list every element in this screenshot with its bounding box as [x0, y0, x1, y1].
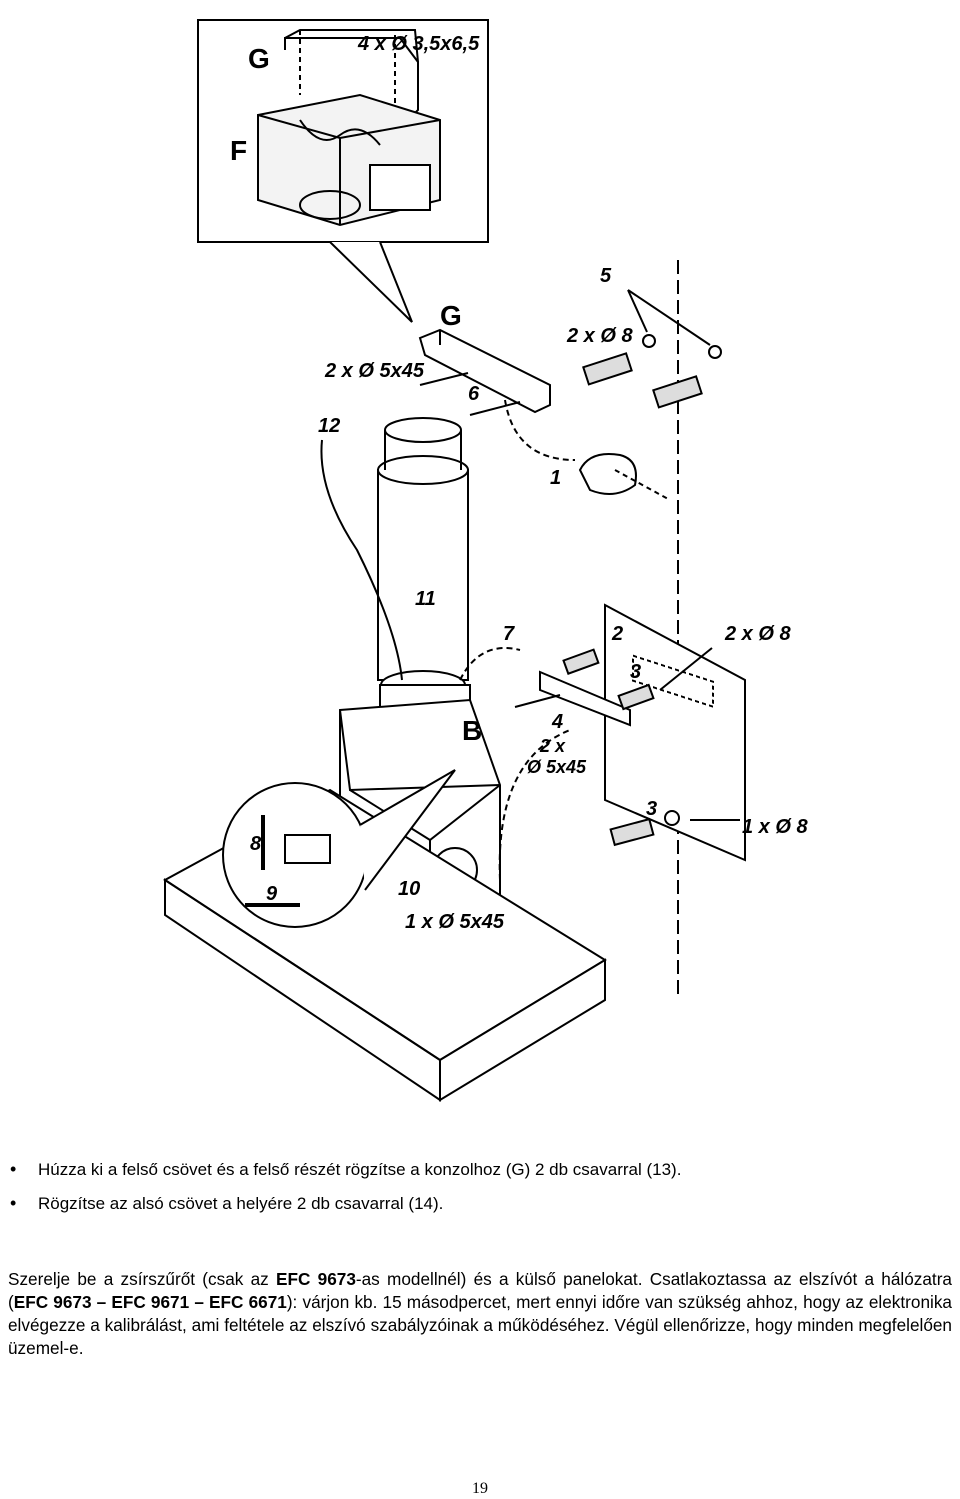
- callout-plug-bottom: 1 x Ø 8: [742, 816, 808, 838]
- callout-screw-bottom: 1 x Ø 5x45: [405, 911, 505, 933]
- callout-11: 11: [415, 588, 436, 610]
- instruction-list: Húzza ki a felső csövet és a felső részé…: [8, 1159, 948, 1228]
- callout-plug-top: 2 x Ø 8: [566, 325, 633, 347]
- paragraph-text: -as modellnél) és a külső panelokat. Csa…: [8, 1269, 952, 1312]
- callout-3b: 3: [646, 798, 657, 820]
- paragraph-text: Szerelje be a zsírszűrőt (csak az: [8, 1269, 277, 1289]
- callout-5: 5: [600, 265, 612, 287]
- paragraph-text: ): várjon kb. 15 másodpercet, mert ennyi…: [8, 1292, 952, 1358]
- label-screws-top: 4 x Ø 3,5x6,5: [357, 33, 480, 55]
- callout-4: 4: [551, 711, 563, 733]
- installation-diagram: G F 4 x Ø 3,5x6,5 5 G 2 x Ø 8 2 x Ø 5x45…: [163, 19, 808, 1102]
- label-F-inset: F: [230, 135, 247, 166]
- callout-12: 12: [318, 415, 340, 437]
- instruction-paragraph: Szerelje be a zsírszűrőt (csak az EFC 96…: [8, 1268, 952, 1360]
- callout-G: G: [440, 300, 462, 331]
- callout-6: 6: [468, 383, 480, 405]
- callout-7: 7: [503, 623, 515, 645]
- callout-1: 1: [550, 467, 561, 489]
- callout-8: 8: [250, 833, 262, 855]
- callout-10: 10: [398, 878, 420, 900]
- callout-3a: 3: [630, 661, 641, 683]
- callout-plug-right: 2 x Ø 8: [724, 623, 791, 645]
- model-name: EFC 9673: [276, 1269, 356, 1289]
- list-item: Húzza ki a felső csövet és a felső részé…: [8, 1159, 948, 1180]
- callout-2: 2: [611, 623, 623, 645]
- label-G-inset: G: [248, 43, 270, 74]
- callout-9: 9: [266, 883, 278, 905]
- list-item: Rögzítse az alsó csövet a helyére 2 db c…: [8, 1193, 948, 1214]
- model-names: EFC 9673 – EFC 9671 – EFC 6671: [13, 1292, 287, 1312]
- callout-screw-mid-a: 2 x: [539, 736, 566, 756]
- flexible-duct: [377, 469, 469, 681]
- page-number: 19: [472, 1480, 488, 1497]
- callout-screw-mid-b: Ø 5x45: [527, 757, 587, 777]
- callout-B: B: [462, 715, 482, 746]
- callout-screw-top: 2 x Ø 5x45: [324, 360, 425, 382]
